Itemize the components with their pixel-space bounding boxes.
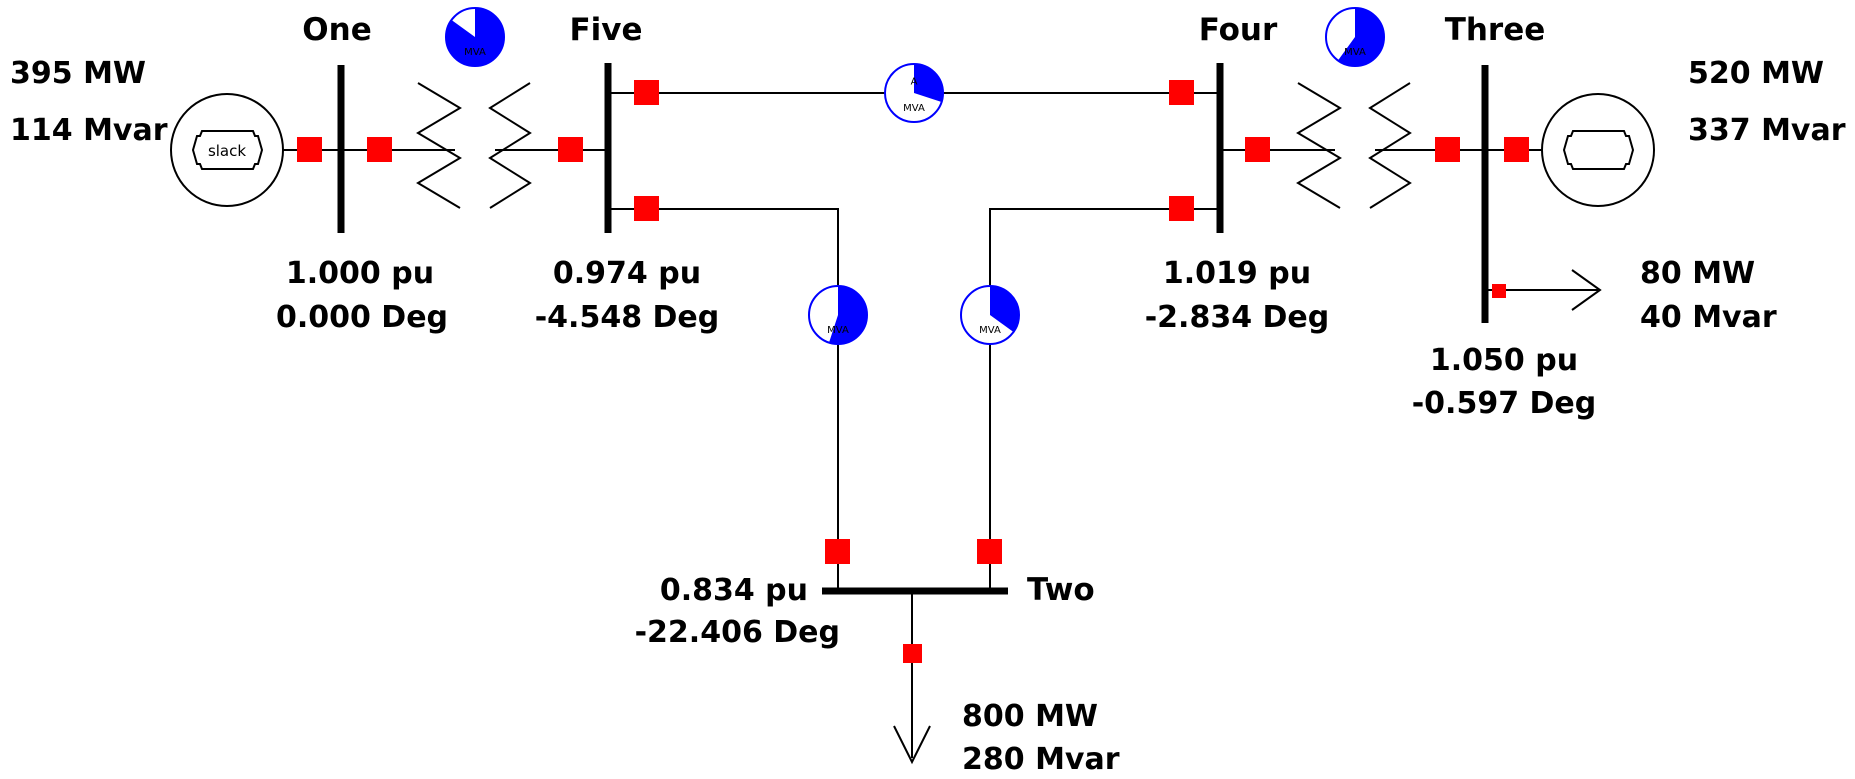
- bus-one-name: One: [302, 12, 371, 48]
- bus-four-voltage: 1.019 pu: [1163, 256, 1311, 291]
- meter-transformer-four-three[interactable]: MVA: [1325, 7, 1385, 67]
- bus-one-angle: 0.000 Deg: [276, 300, 448, 335]
- meter-line-five-two-unit: MVA: [827, 325, 849, 336]
- breaker-gen-one[interactable]: [297, 137, 322, 162]
- meter-line-five-four-unit: MVA: [903, 103, 925, 114]
- bus-three-name: Three: [1445, 12, 1546, 48]
- load-two-arrow[interactable]: [893, 725, 931, 765]
- bus-one-voltage: 1.000 pu: [286, 256, 434, 291]
- bus-two-voltage: 0.834 pu: [660, 573, 808, 608]
- bus-four-angle: -2.834 Deg: [1145, 300, 1330, 335]
- slack-label: slack: [208, 142, 246, 160]
- meter-line-five-two[interactable]: MVA: [808, 285, 868, 345]
- bus-five-voltage: 0.974 pu: [553, 256, 701, 291]
- breaker-two-line-five[interactable]: [825, 539, 850, 564]
- load-three-arrow[interactable]: [1571, 269, 1602, 311]
- meter-transformer-one-five[interactable]: MVA: [445, 7, 505, 67]
- breaker-five-two[interactable]: [634, 196, 659, 221]
- gen-three-mvar: 337 Mvar: [1688, 113, 1846, 148]
- meter-line-four-two-unit: MVA: [979, 325, 1001, 336]
- load-two-mvar: 280 Mvar: [962, 742, 1120, 777]
- meter-line-four-two[interactable]: MVA: [960, 285, 1020, 345]
- transformer-one-five[interactable]: [416, 82, 532, 209]
- load-three-mvar: 40 Mvar: [1640, 300, 1777, 335]
- breakers: [297, 80, 1529, 663]
- meters: MVA MVA MVA A MVA MVA: [445, 7, 1385, 345]
- bus-two-name: Two: [1027, 572, 1095, 608]
- breaker-one-xfmr[interactable]: [367, 137, 392, 162]
- meter-transformer-four-three-unit: MVA: [1344, 47, 1366, 58]
- breaker-four-five-a[interactable]: [1169, 80, 1194, 105]
- breaker-five-xfmr[interactable]: [558, 137, 583, 162]
- meter-line-five-four[interactable]: MVA A: [884, 63, 944, 123]
- meter-line-five-four-a-label: A: [911, 76, 918, 87]
- connections: [282, 92, 1598, 758]
- breaker-two-line-four[interactable]: [977, 539, 1002, 564]
- generator-three[interactable]: [1541, 93, 1655, 207]
- slack-gen-mvar: 114 Mvar: [10, 113, 168, 148]
- bus-three-voltage: 1.050 pu: [1430, 343, 1578, 378]
- breaker-four-xfmr[interactable]: [1245, 137, 1270, 162]
- meter-line-five-four-fill: [914, 64, 943, 102]
- meter-line-five-two-fill: [829, 286, 868, 344]
- bus-two-angle: -22.406 Deg: [635, 615, 840, 650]
- load-three-mw: 80 MW: [1640, 256, 1755, 291]
- meter-transformer-four-three-fill: [1337, 8, 1384, 66]
- meter-transformer-one-five-unit: MVA: [464, 47, 486, 58]
- breaker-four-two[interactable]: [1169, 196, 1194, 221]
- gen-three-mw: 520 MW: [1688, 56, 1824, 91]
- breaker-three-xfmr[interactable]: [1435, 137, 1460, 162]
- breaker-five-four-a[interactable]: [634, 80, 659, 105]
- bus-three-angle: -0.597 Deg: [1412, 386, 1597, 421]
- meter-transformer-one-five-fill: [446, 8, 504, 66]
- breaker-three-gen[interactable]: [1504, 137, 1529, 162]
- transformer-four-three[interactable]: [1296, 82, 1412, 209]
- bus-four-name: Four: [1199, 12, 1278, 48]
- breaker-two-load[interactable]: [903, 644, 922, 663]
- meter-line-four-two-fill: [990, 286, 1019, 333]
- bus-five-angle: -4.548 Deg: [535, 300, 720, 335]
- breaker-three-load[interactable]: [1492, 284, 1506, 298]
- bus-five-name: Five: [569, 12, 642, 48]
- slack-gen-mw: 395 MW: [10, 56, 146, 91]
- slack-generator[interactable]: slack: [170, 93, 284, 207]
- load-two-mw: 800 MW: [962, 699, 1098, 734]
